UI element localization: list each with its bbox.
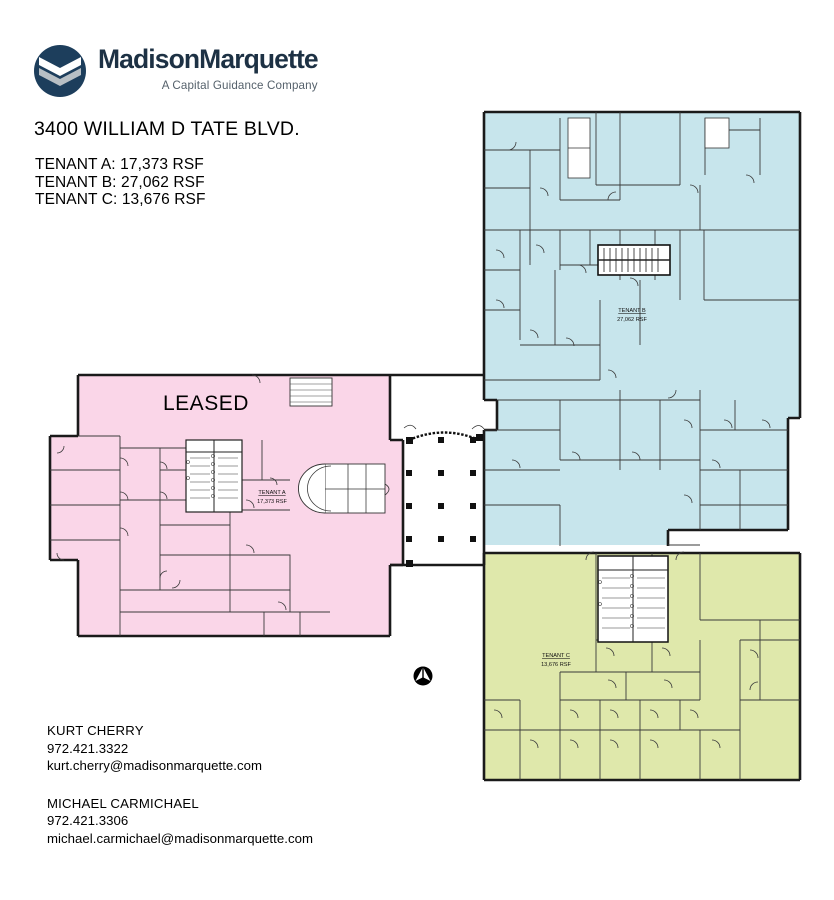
north-arrow-icon	[413, 666, 433, 686]
contact-name: MICHAEL CARMICHAEL	[47, 795, 199, 811]
legend-item-tenant-b: TENANT B: 27,062 RSF	[35, 173, 205, 191]
tenant-a-area-label: 17,373 RSF	[257, 499, 287, 505]
zone-labels: LEASED TENANT A 17,373 RSF TENANT B 27,0…	[163, 308, 648, 668]
legend-item-tenant-a: TENANT A: 17,373 RSF	[35, 156, 204, 173]
chevron-circle-logo-icon	[34, 45, 86, 97]
tenant-c-interior-partitions	[484, 551, 800, 780]
company-tagline: A Capital Guidance Company	[161, 78, 318, 92]
leased-label: LEASED	[163, 392, 249, 415]
tenant-c-area-label: 13,676 RSF	[541, 662, 571, 668]
contact-michael-carmichael: MICHAEL CARMICHAEL 972.421.3306 michael.…	[47, 795, 313, 848]
contact-phone[interactable]: 972.421.3322	[47, 740, 129, 756]
zone-fill-tenant-c	[484, 553, 800, 780]
contacts-block: KURT CHERRY 972.421.3322 kurt.cherry@mad…	[47, 722, 313, 867]
tenant-b-name-label: TENANT B	[618, 308, 646, 314]
tenant-a-interior-partitions	[50, 374, 333, 636]
zone-fill-tenant-a	[50, 376, 403, 635]
tenant-c-name-label: TENANT C	[542, 653, 570, 659]
tenant-legend: TENANT A: 17,373 RSF TENANT B: 27,062 RS…	[35, 156, 206, 209]
page-title: 3400 WILLIAM D TATE BLVD.	[34, 118, 300, 140]
tenant-b-area-label: 27,062 RSF	[617, 317, 647, 323]
contact-kurt-cherry: KURT CHERRY 972.421.3322 kurt.cherry@mad…	[47, 722, 313, 775]
tenant-b-interior-partitions	[484, 112, 800, 546]
contact-phone[interactable]: 972.421.3306	[47, 813, 129, 828]
company-name: MadisonMarquette	[98, 44, 319, 74]
company-logo-header: MadisonMarquette A Capital Guidance Comp…	[33, 42, 319, 98]
contact-email[interactable]: kurt.cherry@madisonmarquette.com	[47, 758, 263, 773]
central-atrium	[298, 424, 485, 567]
contact-email[interactable]: michael.carmichael@madisonmarquette.com	[47, 830, 314, 846]
exterior-walls	[48, 110, 802, 782]
legend-item-tenant-c: TENANT C: 13,676 RSF	[35, 191, 206, 209]
contact-name: KURT CHERRY	[47, 723, 144, 738]
tenant-a-name-label: TENANT A	[258, 490, 286, 496]
zone-fill-tenant-b	[484, 112, 800, 545]
